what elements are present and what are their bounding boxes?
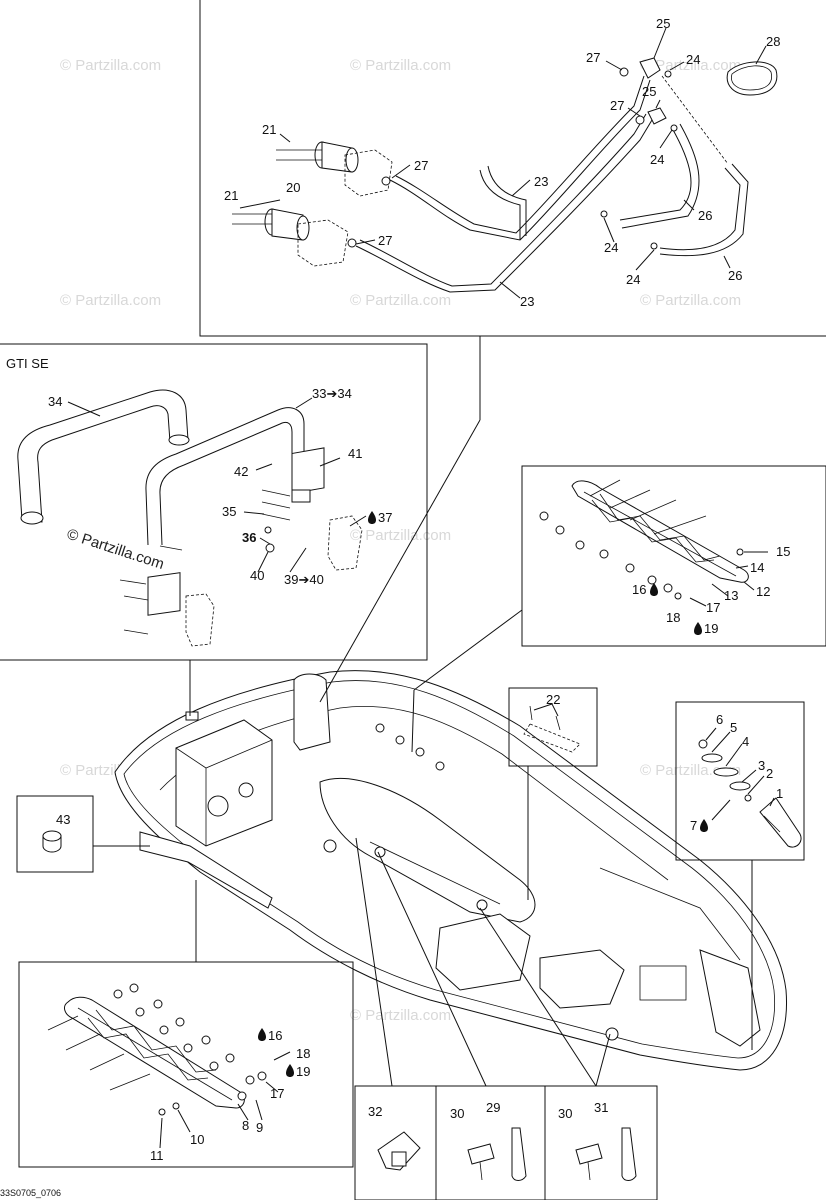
- callout-15: 15: [776, 544, 790, 559]
- footer-code: 33S0705_0706: [0, 1188, 61, 1198]
- callout-30b: 30: [558, 1106, 572, 1121]
- svg-text:© Partzilla.com: © Partzilla.com: [640, 292, 741, 309]
- callout-27a: 27: [586, 50, 600, 65]
- callout-26a: 26: [698, 208, 712, 223]
- callout-14: 14: [750, 560, 764, 575]
- callout-22: 22: [546, 692, 560, 707]
- rubber-rail-left: [64, 996, 245, 1109]
- callout-19a: 19: [704, 621, 718, 636]
- callout-19b-group: 19: [286, 1064, 310, 1079]
- callout-19a-group: 19: [694, 621, 718, 636]
- callout-1: 1: [776, 786, 783, 801]
- callout-30a: 30: [450, 1106, 464, 1121]
- callout-27b: 27: [610, 98, 624, 113]
- callout-4: 4: [742, 734, 749, 749]
- callout-24a: 24: [686, 52, 700, 67]
- callout-25b: 25: [642, 84, 656, 99]
- handle-support-upper: [261, 447, 363, 571]
- callout-37: 37: [378, 510, 392, 525]
- callout-21a: 21: [262, 122, 276, 137]
- clip-boxes: [354, 837, 658, 1200]
- callout-19b: 19: [296, 1064, 310, 1079]
- hull-main: [114, 670, 788, 1071]
- svg-text:© Partzilla.com: © Partzilla.com: [350, 57, 451, 74]
- callout-24d: 24: [626, 272, 640, 287]
- callout-12: 12: [756, 584, 770, 599]
- callout-16b-group: 16: [258, 1028, 282, 1043]
- box-22: [508, 687, 598, 900]
- callout-10: 10: [190, 1132, 204, 1147]
- callout-24b: 24: [650, 152, 664, 167]
- callout-21b: 21: [224, 188, 238, 203]
- callout-20: 20: [286, 180, 300, 195]
- watermark-text: © Partzilla.com: [65, 526, 166, 573]
- callout-8: 8: [242, 1118, 249, 1133]
- gti-se-panel: [0, 343, 428, 661]
- part-labels: GTI SE 25 27 24 28 25 27 24 21 27 23 20 …: [0, 16, 790, 1198]
- callout-43: 43: [56, 812, 70, 827]
- callout-27d: 27: [378, 233, 392, 248]
- callout-41: 41: [348, 446, 362, 461]
- callout-26b: 26: [728, 268, 742, 283]
- callout-37-group: 37: [368, 510, 392, 525]
- callout-3: 3: [758, 758, 765, 773]
- callout-42: 42: [234, 464, 248, 479]
- svg-text:© Partzilla.com: © Partzilla.com: [60, 57, 161, 74]
- rail-fasteners-right: [539, 479, 744, 600]
- bilge-pump-lower: [232, 208, 357, 267]
- svg-text:© Partzilla.com: © Partzilla.com: [60, 292, 161, 309]
- callout-32: 32: [368, 1104, 382, 1119]
- callout-13: 13: [724, 588, 738, 603]
- callout-11: 11: [150, 1148, 164, 1163]
- box-43: [16, 795, 150, 873]
- callout-18a: 18: [666, 610, 680, 625]
- callout-23b: 23: [520, 294, 534, 309]
- box-handle-grip: [675, 701, 805, 1050]
- callout-25a: 25: [656, 16, 670, 31]
- callout-6: 6: [716, 712, 723, 727]
- callout-23a: 23: [534, 174, 548, 189]
- callout-33: 33➔34: [312, 386, 352, 401]
- callout-18b: 18: [296, 1046, 310, 1061]
- callout-17b: 17: [270, 1086, 284, 1101]
- section-title: GTI SE: [6, 356, 49, 371]
- svg-text:© Partzilla.com: © Partzilla.com: [350, 292, 451, 309]
- callout-36: 36: [242, 530, 256, 545]
- callout-39: 39➔40: [284, 572, 324, 587]
- grab-handle-34: [17, 389, 190, 525]
- callout-29: 29: [486, 1100, 500, 1115]
- callout-16b: 16: [268, 1028, 282, 1043]
- callout-35: 35: [222, 504, 236, 519]
- rail-panel-right: [521, 465, 826, 647]
- callout-28: 28: [766, 34, 780, 49]
- rail-panel-left: [18, 880, 354, 1168]
- callout-31: 31: [594, 1100, 608, 1115]
- callout-16a-group: 16: [632, 582, 658, 597]
- callout-24c: 24: [604, 240, 618, 255]
- callout-2: 2: [766, 766, 773, 781]
- bilge-pump-panel: [199, 0, 826, 337]
- callout-34: 34: [48, 394, 62, 409]
- rail-fasteners-left: [47, 983, 267, 1116]
- handle-support-lower: [119, 572, 215, 647]
- callout-17a: 17: [706, 600, 720, 615]
- callout-40: 40: [250, 568, 264, 583]
- svg-text:© Partzilla.com: © Partzilla.com: [640, 57, 741, 74]
- callout-27c: 27: [414, 158, 428, 173]
- callout-7-group: 7: [690, 818, 708, 833]
- svg-text:© Partzilla.com: © Partzilla.com: [350, 527, 451, 544]
- callout-5: 5: [730, 720, 737, 735]
- bilge-pump-upper: [276, 141, 393, 197]
- callout-7: 7: [690, 818, 697, 833]
- callout-16a: 16: [632, 582, 646, 597]
- svg-text:© Partzilla.com: © Partzilla.com: [350, 1007, 451, 1024]
- callout-9: 9: [256, 1120, 263, 1135]
- svg-text:© Partzilla.com: © Partzilla.com: [640, 762, 741, 779]
